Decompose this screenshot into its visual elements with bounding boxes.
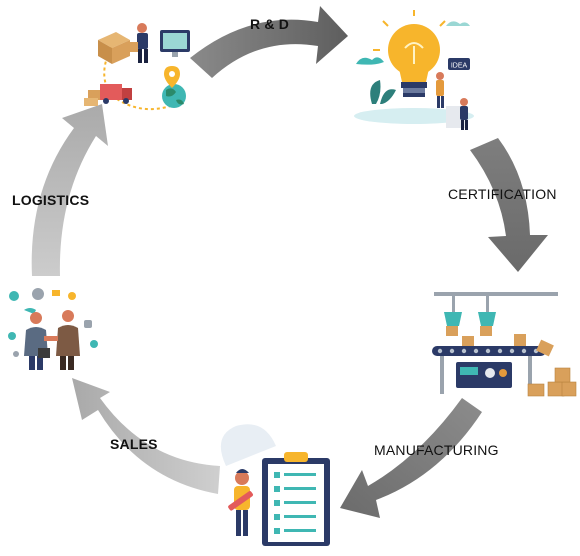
conveyor-rollers bbox=[437, 348, 539, 354]
arrow-logistics-to-rd bbox=[190, 6, 348, 78]
arrow-logistics-loop-up bbox=[31, 104, 108, 276]
location-pin-icon bbox=[164, 66, 180, 88]
briefcase-icon bbox=[38, 348, 50, 358]
plant-leaves bbox=[370, 80, 396, 104]
sales-illustration bbox=[220, 424, 330, 546]
stage-label-logistics: LOGISTICS bbox=[12, 192, 90, 208]
rd-illustration: IDEA bbox=[354, 10, 474, 130]
arrow-sales-to-logistics bbox=[72, 378, 220, 494]
handshake-hands bbox=[44, 336, 58, 341]
person-with-pencil-icon bbox=[228, 469, 253, 536]
idea-sign-text: IDEA bbox=[451, 63, 468, 70]
checklist-items bbox=[274, 472, 316, 534]
robot-arm-icon bbox=[444, 312, 496, 326]
cloud-icon-2 bbox=[446, 21, 470, 26]
box-stack-icon bbox=[527, 367, 577, 397]
logistics-illustration bbox=[84, 23, 190, 111]
person-icon bbox=[436, 72, 444, 108]
idea-sign bbox=[448, 58, 470, 70]
stage-label-manufacturing: MANUFACTURING bbox=[374, 442, 499, 458]
stage-label-certification: CERTIFICATION bbox=[448, 186, 557, 202]
box-icon bbox=[446, 326, 458, 336]
manufacturing-illustration bbox=[432, 292, 577, 397]
stage-label-sales: SALES bbox=[110, 436, 158, 452]
computer-screen-icon bbox=[160, 30, 190, 57]
cloud-icon bbox=[356, 57, 384, 65]
businessman-icon-2 bbox=[56, 310, 80, 370]
arrow-rd-to-certification bbox=[470, 138, 548, 272]
bulb-rays bbox=[373, 10, 446, 51]
globe-icon bbox=[162, 84, 186, 108]
floating-icons bbox=[8, 288, 98, 357]
stage-label-rd: R & D bbox=[250, 16, 290, 32]
person-icon-2 bbox=[446, 98, 468, 130]
businessman-icon bbox=[24, 312, 50, 370]
delivery-person-icon bbox=[126, 23, 148, 63]
truck-icon bbox=[84, 84, 132, 106]
package-box-icon bbox=[98, 32, 130, 64]
handshake-illustration bbox=[8, 288, 98, 370]
arrow-manufacturing-to-sales bbox=[340, 398, 482, 518]
